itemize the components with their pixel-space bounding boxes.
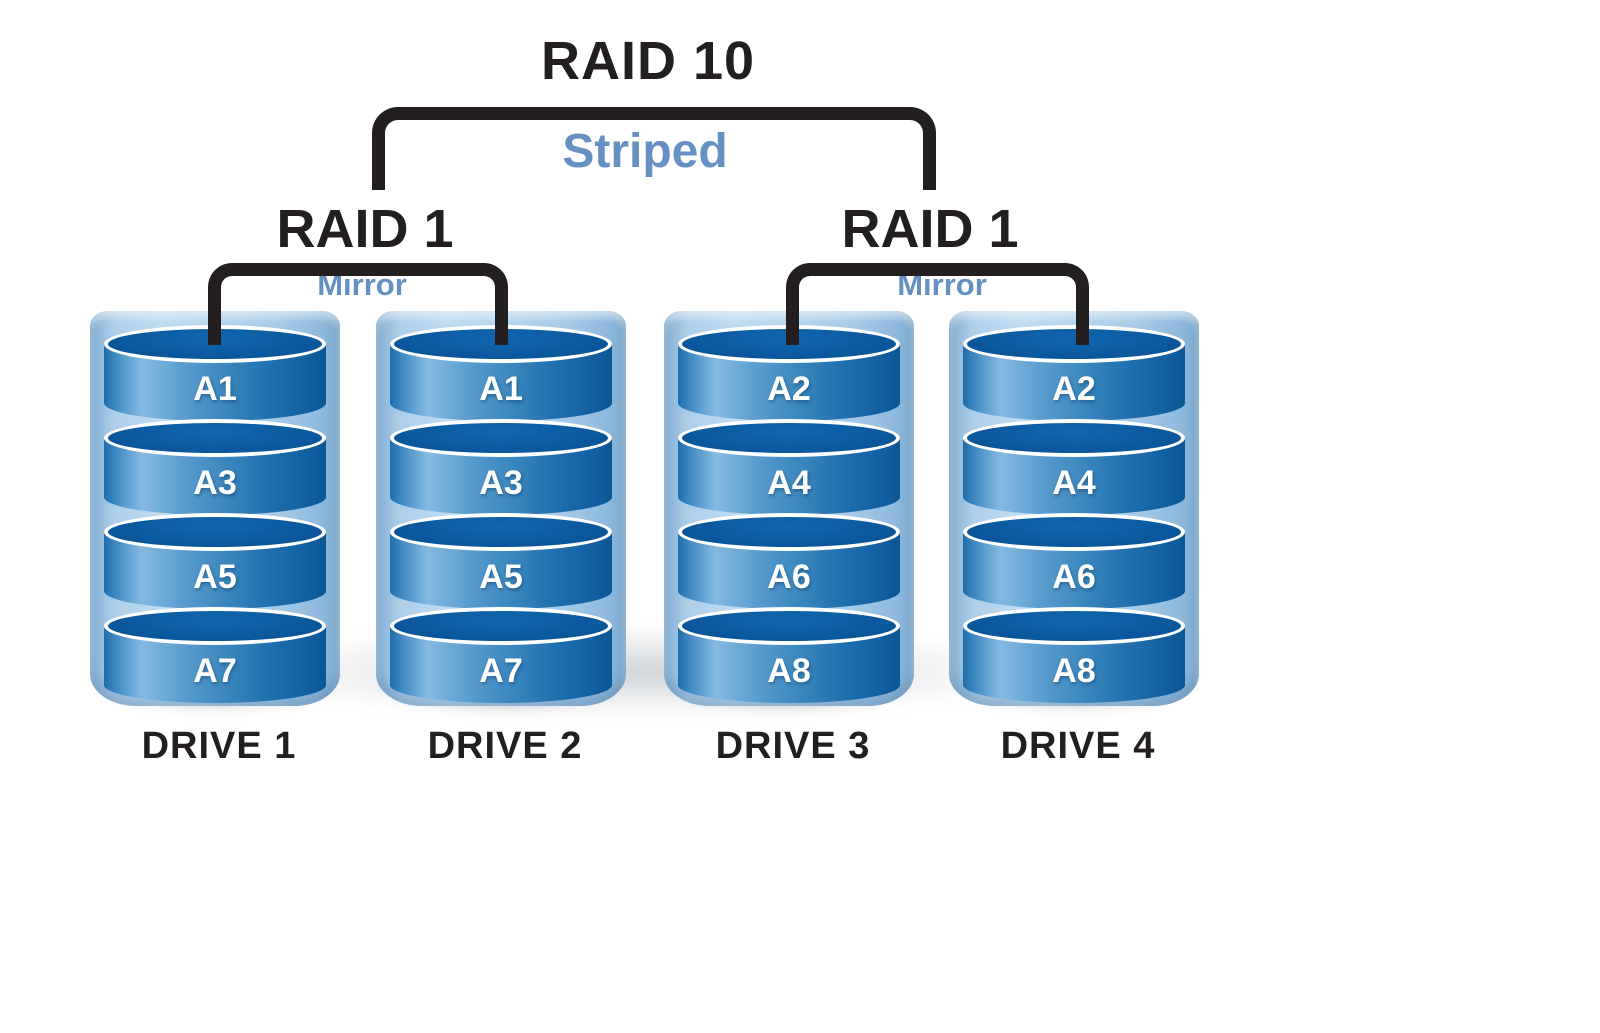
block-label: A6 (1052, 558, 1096, 596)
stripe-label: Striped (562, 125, 728, 178)
drive-3-block-2: A4 (678, 419, 900, 515)
diagram-title: RAID 10 (540, 31, 756, 91)
stripe-bracket (372, 107, 936, 190)
drive-2-block-2-top (390, 419, 612, 457)
drive-1-block-4-top (104, 607, 326, 645)
raid1-label-left: RAID 1 (276, 199, 454, 259)
block-label: A3 (479, 464, 523, 502)
drive-2-block-4: A7 (390, 607, 612, 703)
block-label: A2 (767, 370, 811, 408)
drive-4-block-3: A6 (963, 513, 1185, 609)
block-label: A6 (767, 558, 811, 596)
drive-3-block-4-top (678, 607, 900, 645)
drive-label-3: DRIVE 3 (715, 725, 871, 767)
mirror-bracket-left (208, 263, 508, 345)
drive-cylinder-3: A2 A4 A6 A8 (664, 311, 914, 706)
block-label: A7 (479, 652, 523, 690)
block-label: A1 (193, 370, 237, 408)
drive-4-block-3-top (963, 513, 1185, 551)
drive-1-block-4: A7 (104, 607, 326, 703)
drive-3-block-2-top (678, 419, 900, 457)
drive-label-4: DRIVE 4 (1000, 725, 1156, 767)
drive-3-block-1: A2 (678, 325, 900, 421)
drive-label-2: DRIVE 2 (427, 725, 583, 767)
drive-cylinder-1: A1 A3 A5 A7 (90, 311, 340, 706)
block-label: A2 (1052, 370, 1096, 408)
block-label: A4 (1052, 464, 1096, 502)
drive-3-block-3: A6 (678, 513, 900, 609)
block-label: A5 (479, 558, 523, 596)
mirror-bracket-right (786, 263, 1089, 345)
drive-2-block-2: A3 (390, 419, 612, 515)
drive-label-1: DRIVE 1 (141, 725, 297, 767)
drive-2-block-3-top (390, 513, 612, 551)
drive-4-block-4-top (963, 607, 1185, 645)
block-label: A5 (193, 558, 237, 596)
block-label: A1 (479, 370, 523, 408)
drive-cylinder-4: A2 A4 A6 A8 (949, 311, 1199, 706)
drive-3-block-4: A8 (678, 607, 900, 703)
raid1-label-right: RAID 1 (841, 199, 1019, 259)
drive-1-block-3-top (104, 513, 326, 551)
drive-1-block-2-top (104, 419, 326, 457)
drive-1-block-3: A5 (104, 513, 326, 609)
drive-1-block-1: A1 (104, 325, 326, 421)
drive-2-block-4-top (390, 607, 612, 645)
block-label: A8 (1052, 652, 1096, 690)
drive-4-block-2: A4 (963, 419, 1185, 515)
drive-cylinder-2: A1 A3 A5 A7 (376, 311, 626, 706)
block-label: A3 (193, 464, 237, 502)
drive-2-block-3: A5 (390, 513, 612, 609)
drive-4-block-4: A8 (963, 607, 1185, 703)
drive-3-block-3-top (678, 513, 900, 551)
drive-1-block-2: A3 (104, 419, 326, 515)
block-label: A7 (193, 652, 237, 690)
block-label: A4 (767, 464, 811, 502)
block-label: A8 (767, 652, 811, 690)
drive-4-block-2-top (963, 419, 1185, 457)
